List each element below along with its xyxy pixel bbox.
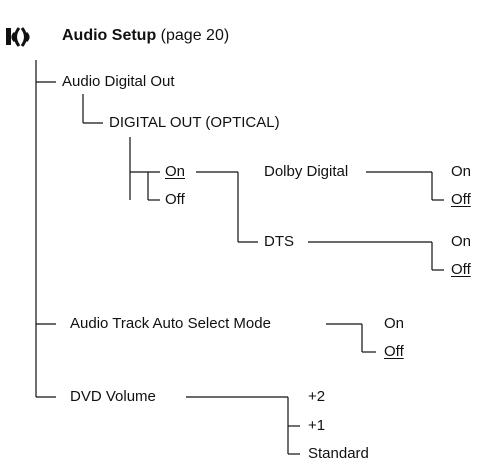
dts-label: DTS <box>264 233 294 250</box>
audio-digital-out-label: Audio Digital Out <box>62 73 175 90</box>
title-text: Audio Setup <box>62 27 157 44</box>
dts-on-option: On <box>451 233 472 250</box>
audio-track-auto-select-label: Audio Track Auto Select Mode <box>70 315 271 332</box>
page-reference: (page 20) <box>160 27 230 44</box>
speaker-icon <box>6 27 30 47</box>
digital-out-optical-label: DIGITAL OUT (OPTICAL) <box>109 114 280 131</box>
track-on-option: On <box>384 315 405 332</box>
volume-standard-option: Standard <box>308 445 369 462</box>
dolby-off-option: Off <box>451 191 471 208</box>
dvd-volume-label: DVD Volume <box>70 388 156 405</box>
volume-plus2-option: +2 <box>308 388 326 405</box>
volume-plus1-option: +1 <box>308 417 326 434</box>
dolby-digital-label: Dolby Digital <box>264 163 349 180</box>
page-title: Audio Setup (page 20) <box>62 26 229 46</box>
optical-on-option: On <box>165 163 186 180</box>
dts-off-option: Off <box>451 261 471 278</box>
dolby-on-option: On <box>451 163 472 180</box>
track-off-option: Off <box>384 343 404 360</box>
optical-off-option: Off <box>165 191 185 208</box>
